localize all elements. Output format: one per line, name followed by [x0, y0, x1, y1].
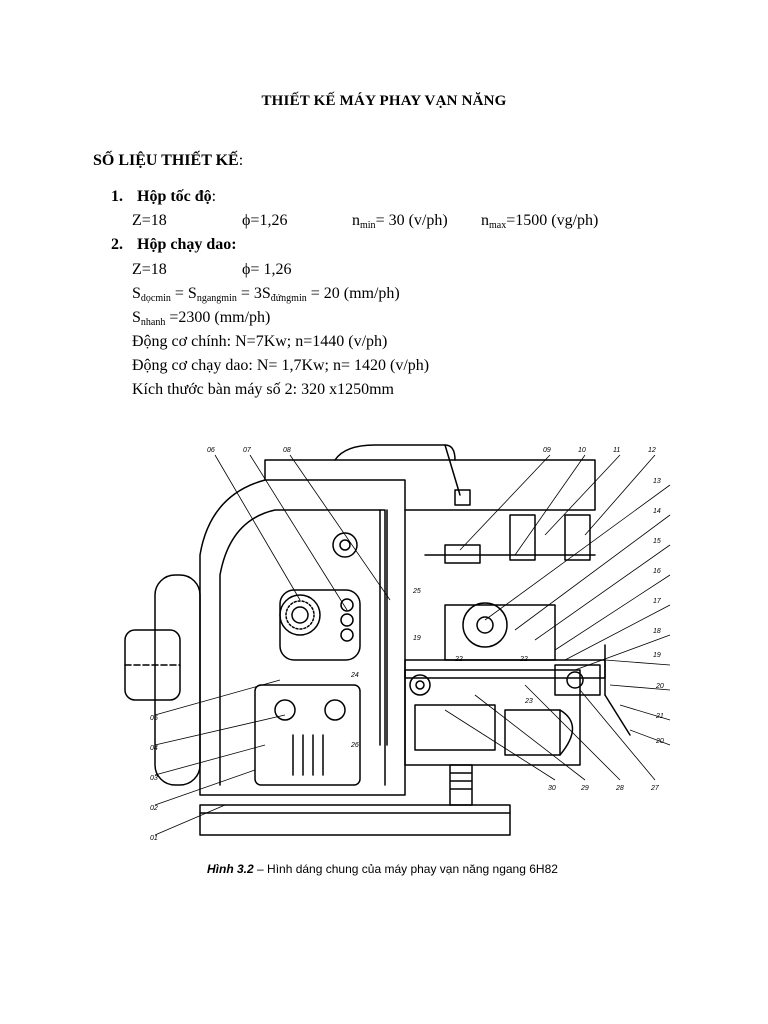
overarm: [264, 459, 596, 511]
item1-heading: 1. Hộp tốc độ:: [111, 188, 217, 205]
callout-19i: 19: [413, 635, 421, 642]
callout-23: 23: [524, 698, 533, 705]
callout-22a: 22: [454, 656, 463, 663]
callout-26: 26: [350, 742, 359, 749]
callout-28: 28: [615, 785, 624, 792]
callout-18: 18: [653, 628, 661, 635]
callout-01: 01: [150, 835, 158, 842]
item1-nmin: nmin= 30 (v/ph): [352, 212, 448, 231]
callout-22b: 22: [519, 656, 528, 663]
callout-06: 06: [207, 447, 215, 454]
machine-column: [199, 479, 406, 796]
callout-16: 16: [653, 568, 661, 575]
item2-main-motor: Động cơ chính: N=7Kw; n=1440 (v/ph): [132, 333, 388, 350]
callout-10: 10: [578, 447, 586, 454]
callout-11: 11: [613, 447, 620, 454]
callout-29: 29: [580, 785, 589, 792]
callout-13: 13: [653, 478, 661, 485]
milling-machine-drawing: 06 07 08 09 10 11 12 13 14 15 16 17 18 1…: [124, 444, 671, 842]
item2-table-size: Kích thước bàn máy số 2: 320 x1250mm: [132, 381, 394, 398]
callout-09: 09: [543, 447, 551, 454]
item2-feed-motor: Động cơ chạy dao: N= 1,7Kw; n= 1420 (v/p…: [132, 357, 430, 374]
callout-03: 03: [150, 775, 158, 782]
figure-caption-label: Hình 3.2: [207, 862, 254, 876]
item1-z: Z=18: [132, 212, 167, 229]
callout-02: 02: [150, 805, 158, 812]
feed-gearbox-panel: [254, 684, 361, 786]
callout-15: 15: [653, 538, 661, 545]
item2-feed-rates: Sdọcmin = Sngangmin = 3Sđứngmin = 20 (mm…: [132, 285, 400, 304]
callout-25: 25: [412, 588, 421, 595]
callout-14: 14: [653, 508, 661, 515]
callout-30: 30: [548, 785, 556, 792]
item1-phi: ϕ=1,26: [242, 212, 288, 229]
section-heading: SỐ LIỆU THIẾT KẾ:: [93, 152, 244, 169]
item2-phi: ϕ= 1,26: [242, 261, 292, 278]
callout-12: 12: [648, 447, 656, 454]
callout-21: 21: [655, 713, 664, 720]
machine-knee: [404, 669, 581, 766]
callout-19r: 19: [653, 652, 661, 659]
figure-caption: Hình 3.2 – Hình dáng chung của máy phay …: [207, 862, 558, 876]
item1-nmax: nmax=1500 (vg/ph): [481, 212, 599, 231]
item2-rapid-feed: Snhanh =2300 (mm/ph): [132, 309, 271, 328]
machine-base: [199, 804, 511, 836]
figure-caption-text: – Hình dáng chung của máy phay vạn năng …: [253, 862, 558, 876]
callout-20a: 20: [655, 683, 664, 690]
section-heading-text: SỐ LIỆU THIẾT KẾ: [93, 152, 239, 169]
callout-04: 04: [150, 745, 158, 752]
callout-24: 24: [350, 672, 359, 679]
work-table: [404, 659, 606, 679]
callout-17: 17: [653, 598, 662, 605]
callout-20b: 20: [655, 738, 664, 745]
callout-08: 08: [283, 447, 291, 454]
callout-07: 07: [243, 447, 252, 454]
item2-z: Z=18: [132, 261, 167, 278]
callout-27: 27: [650, 785, 660, 792]
callout-05: 05: [150, 715, 158, 722]
item2-heading: 2. Hộp chạy dao:: [111, 236, 237, 253]
document-title: THIẾT KẾ MÁY PHAY VẠN NĂNG: [261, 93, 507, 109]
